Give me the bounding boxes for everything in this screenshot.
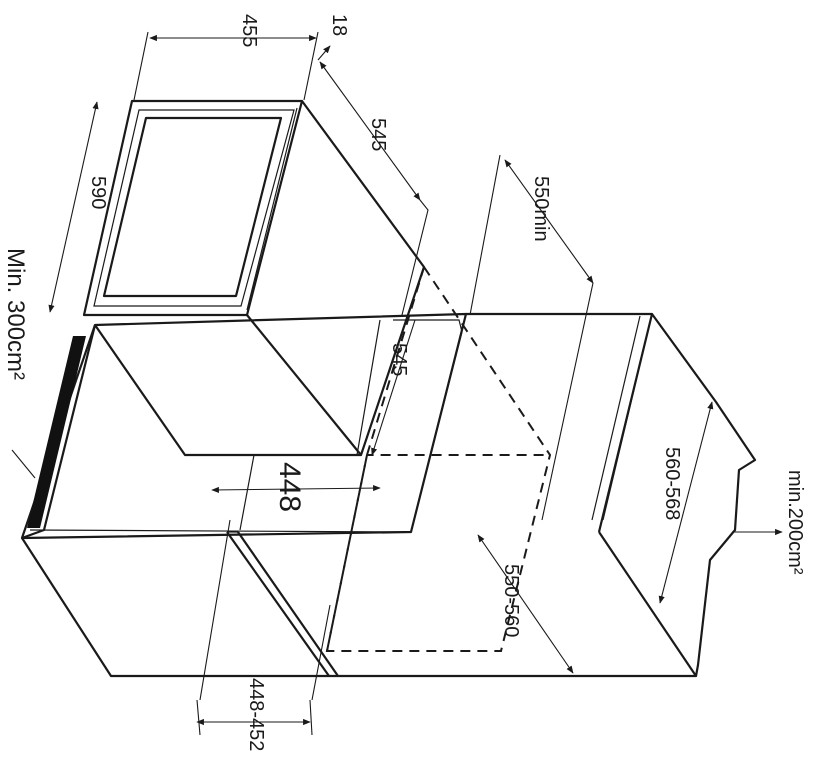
- cabinet-left-side: [21, 531, 698, 678]
- ventilation-labels: Min. 300cm² min.200cm²: [2, 248, 806, 575]
- cabinet-rear-edge: [466, 312, 654, 533]
- dimension-lines: [11, 31, 783, 736]
- niche-divider: [226, 531, 339, 677]
- dim-min-depth-label: 550min: [530, 176, 552, 242]
- dim-inner-width-label: 448: [273, 462, 306, 512]
- ventilation-slot: [27, 336, 86, 528]
- dim-depth-top-label: 545: [367, 118, 389, 151]
- appliance-window: [102, 116, 283, 298]
- dim-niche-depth-label: 550-560: [500, 564, 522, 637]
- dim-niche-height-label: 560-568: [661, 447, 683, 520]
- dim-height-label: 590: [87, 176, 109, 209]
- dimension-labels: 455 18 590 545 550min 545 448 560-568 55…: [87, 14, 683, 751]
- dim-panel-thickness-label: 18: [328, 14, 350, 36]
- cabinet-back-column: [651, 313, 757, 677]
- bottom-ventilation-label: min.200cm²: [784, 470, 806, 575]
- appliance: [82, 99, 552, 652]
- dim-inner-depth-label: 545: [388, 343, 410, 376]
- top-ventilation-label: Min. 300cm²: [2, 248, 29, 380]
- appliance-body: [94, 100, 426, 457]
- dim-width-label: 455: [238, 14, 260, 47]
- dim-niche-width-label: 448-452: [245, 678, 267, 751]
